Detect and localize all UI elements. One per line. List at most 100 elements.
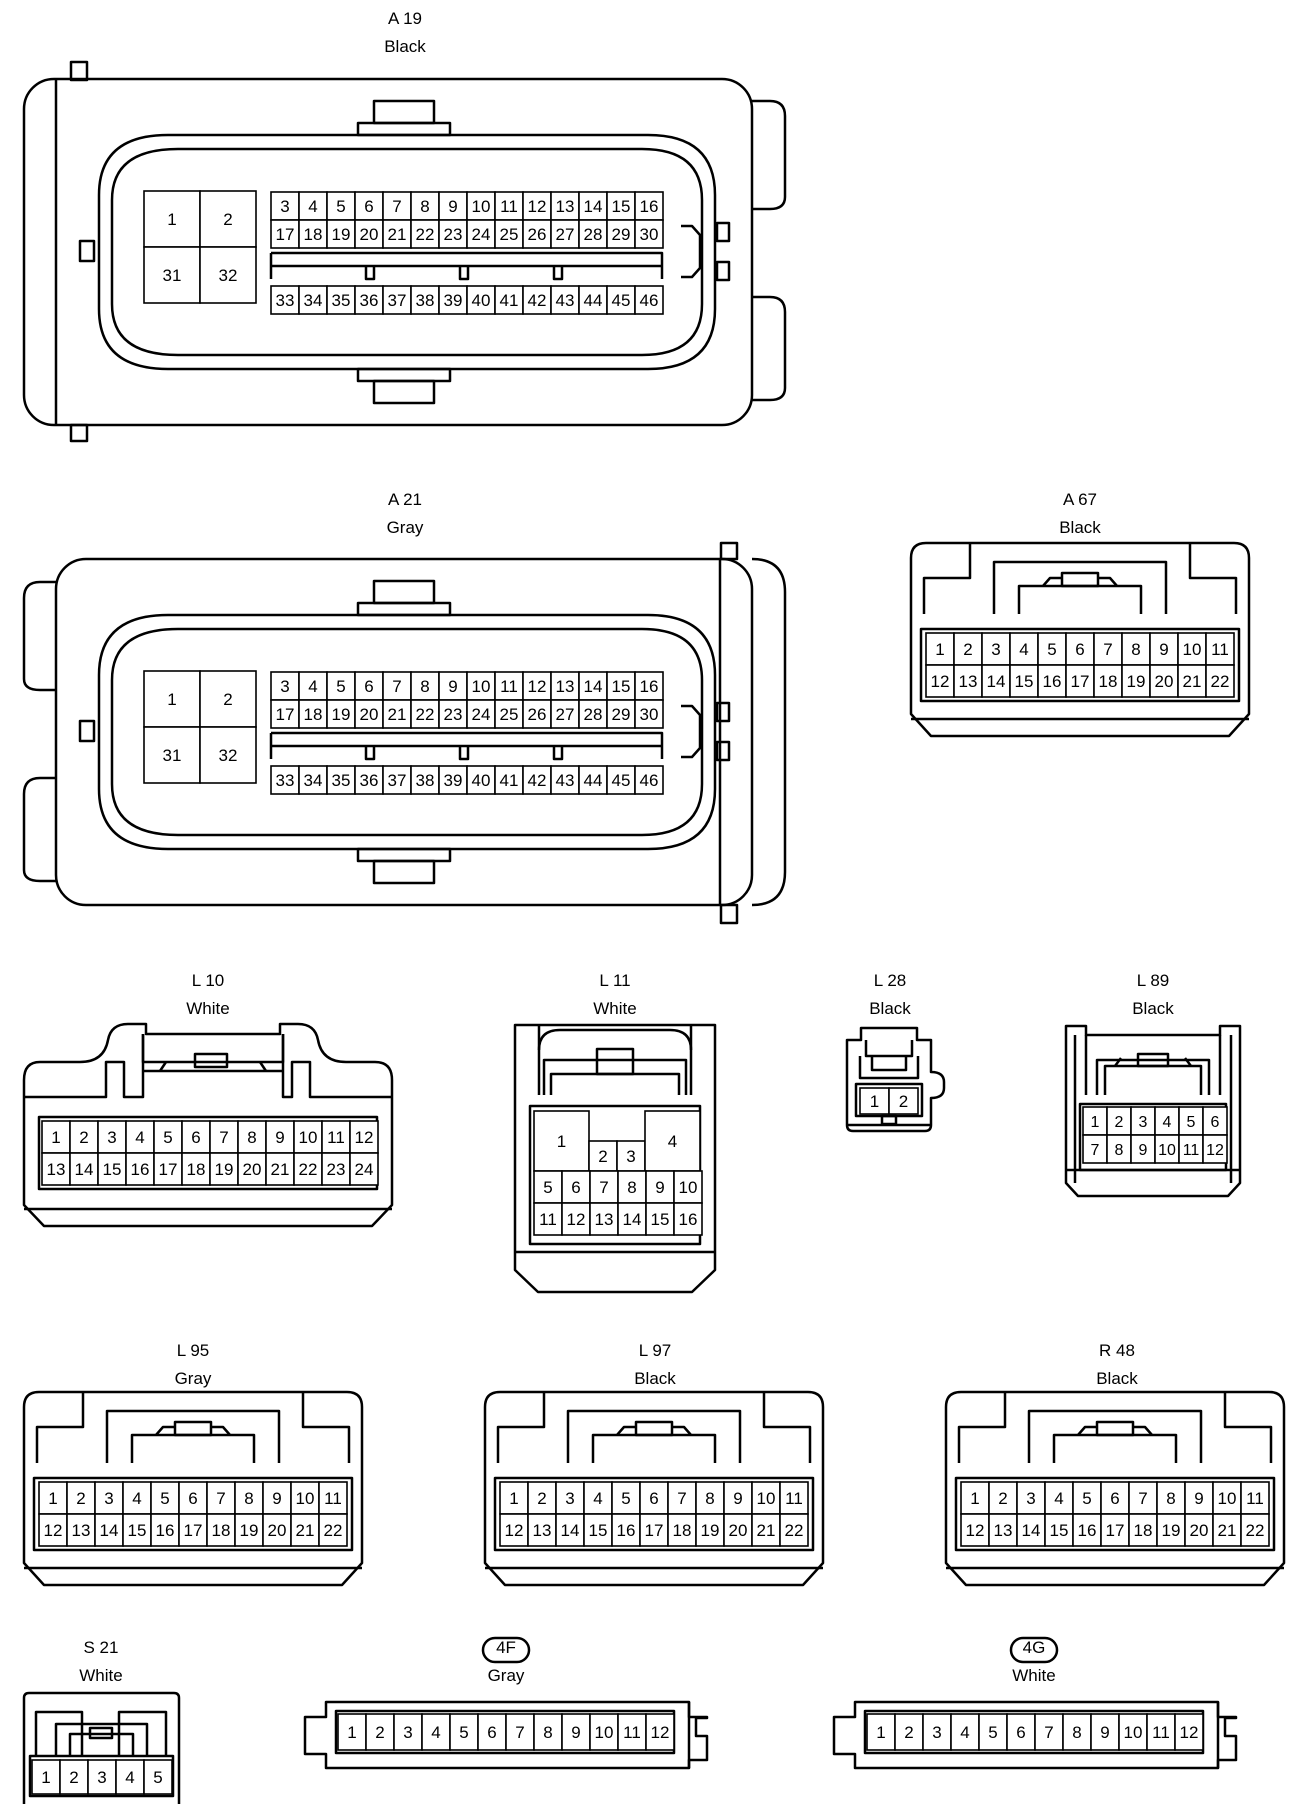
a19-pin-33: 33 [270, 285, 300, 315]
svg-text:2: 2 [223, 690, 232, 709]
a21-pin-12: 12 [522, 671, 552, 701]
a67-pin-1: 1 [925, 632, 955, 666]
a21-pin-11: 11 [494, 671, 524, 701]
svg-text:7: 7 [1103, 640, 1112, 659]
connector-a67-color: Black [1059, 518, 1101, 537]
l89-pin-9: 9 [1130, 1134, 1156, 1164]
svg-text:12: 12 [355, 1128, 374, 1147]
connector-4g-id: 4G [1023, 1638, 1046, 1657]
a19-pin-30: 30 [634, 219, 664, 249]
a19-pin-28: 28 [578, 219, 608, 249]
l95-pin-10: 10 [290, 1481, 320, 1515]
svg-text:12: 12 [528, 197, 547, 216]
a21-pin-2: 2 [199, 670, 257, 728]
svg-text:11: 11 [500, 677, 518, 696]
svg-text:37: 37 [388, 771, 407, 790]
l97-pin-4: 4 [583, 1481, 613, 1515]
l95-pin-9: 9 [262, 1481, 292, 1515]
4f-pin-4: 4 [421, 1713, 451, 1751]
svg-text:8: 8 [244, 1489, 253, 1508]
svg-text:41: 41 [500, 291, 519, 310]
r48-pin-9: 9 [1184, 1481, 1214, 1515]
svg-text:15: 15 [612, 197, 631, 216]
svg-text:1: 1 [48, 1489, 57, 1508]
svg-text:38: 38 [416, 771, 435, 790]
svg-text:22: 22 [299, 1160, 318, 1179]
l89-pin-11: 11 [1178, 1134, 1204, 1164]
svg-text:2: 2 [598, 1147, 607, 1166]
svg-text:14: 14 [75, 1160, 94, 1179]
l95-pin-7: 7 [206, 1481, 236, 1515]
svg-text:2: 2 [537, 1489, 546, 1508]
l10-pin-23: 23 [321, 1152, 351, 1186]
svg-text:19: 19 [1127, 672, 1146, 691]
svg-text:7: 7 [392, 677, 401, 696]
s21-pin-4: 4 [115, 1759, 145, 1795]
svg-text:33: 33 [276, 771, 295, 790]
svg-text:20: 20 [729, 1521, 748, 1540]
connector-a19-body [22, 60, 787, 443]
a19-pin-13: 13 [550, 191, 580, 221]
l10-pin-6: 6 [181, 1120, 211, 1154]
svg-text:11: 11 [1211, 640, 1229, 659]
l10-pin-12: 12 [349, 1120, 379, 1154]
svg-text:13: 13 [959, 672, 978, 691]
a21-pin-24: 24 [466, 699, 496, 729]
l95-pin-21: 21 [290, 1513, 320, 1547]
svg-text:6: 6 [1075, 640, 1084, 659]
svg-text:2: 2 [963, 640, 972, 659]
svg-text:15: 15 [103, 1160, 122, 1179]
l97-pin-22: 22 [779, 1513, 809, 1547]
a19-pin-12: 12 [522, 191, 552, 221]
a67-pin-13: 13 [953, 664, 983, 698]
a21-pin-33: 33 [270, 765, 300, 795]
l10-pin-8: 8 [237, 1120, 267, 1154]
a67-pin-16: 16 [1037, 664, 1067, 698]
a21-pin-43: 43 [550, 765, 580, 795]
svg-text:39: 39 [444, 291, 463, 310]
svg-text:46: 46 [640, 771, 659, 790]
r48-pin-7: 7 [1128, 1481, 1158, 1515]
a21-pin-19: 19 [326, 699, 356, 729]
a21-pin-38: 38 [410, 765, 440, 795]
svg-text:11: 11 [1246, 1489, 1264, 1508]
svg-text:22: 22 [1246, 1521, 1265, 1540]
r48-pin-16: 16 [1072, 1513, 1102, 1547]
svg-text:8: 8 [705, 1489, 714, 1508]
svg-text:12: 12 [567, 1210, 586, 1229]
svg-text:6: 6 [191, 1128, 200, 1147]
r48-pin-1: 1 [960, 1481, 990, 1515]
svg-text:3: 3 [1139, 1114, 1148, 1131]
l97-pin-19: 19 [695, 1513, 725, 1547]
l11-pin-6: 6 [561, 1170, 591, 1204]
4f-pin-12: 12 [645, 1713, 675, 1751]
svg-text:5: 5 [163, 1128, 172, 1147]
badge-4f-outline [481, 1636, 531, 1664]
r48-pin-5: 5 [1072, 1481, 1102, 1515]
svg-text:21: 21 [271, 1160, 290, 1179]
svg-text:1: 1 [509, 1489, 518, 1508]
l10-pin-1: 1 [41, 1120, 71, 1154]
a19-pin-43: 43 [550, 285, 580, 315]
l10-pin-20: 20 [237, 1152, 267, 1186]
svg-text:1: 1 [167, 690, 176, 709]
svg-text:18: 18 [1134, 1521, 1153, 1540]
a19-pin-32: 32 [199, 246, 257, 304]
svg-text:4: 4 [1163, 1114, 1172, 1131]
svg-text:2: 2 [375, 1723, 384, 1742]
svg-text:28: 28 [584, 225, 603, 244]
4g-pin-9: 9 [1090, 1713, 1120, 1751]
a67-pin-9: 9 [1149, 632, 1179, 666]
svg-text:9: 9 [733, 1489, 742, 1508]
svg-text:16: 16 [1043, 672, 1062, 691]
a67-pin-11: 11 [1205, 632, 1235, 666]
svg-text:1: 1 [935, 640, 944, 659]
svg-text:30: 30 [640, 705, 659, 724]
l11-pin-8: 8 [617, 1170, 647, 1204]
a21-pin-5: 5 [326, 671, 356, 701]
l89-pin-3: 3 [1130, 1106, 1156, 1136]
svg-text:13: 13 [556, 677, 575, 696]
svg-text:2: 2 [998, 1489, 1007, 1508]
a21-pin-18: 18 [298, 699, 328, 729]
